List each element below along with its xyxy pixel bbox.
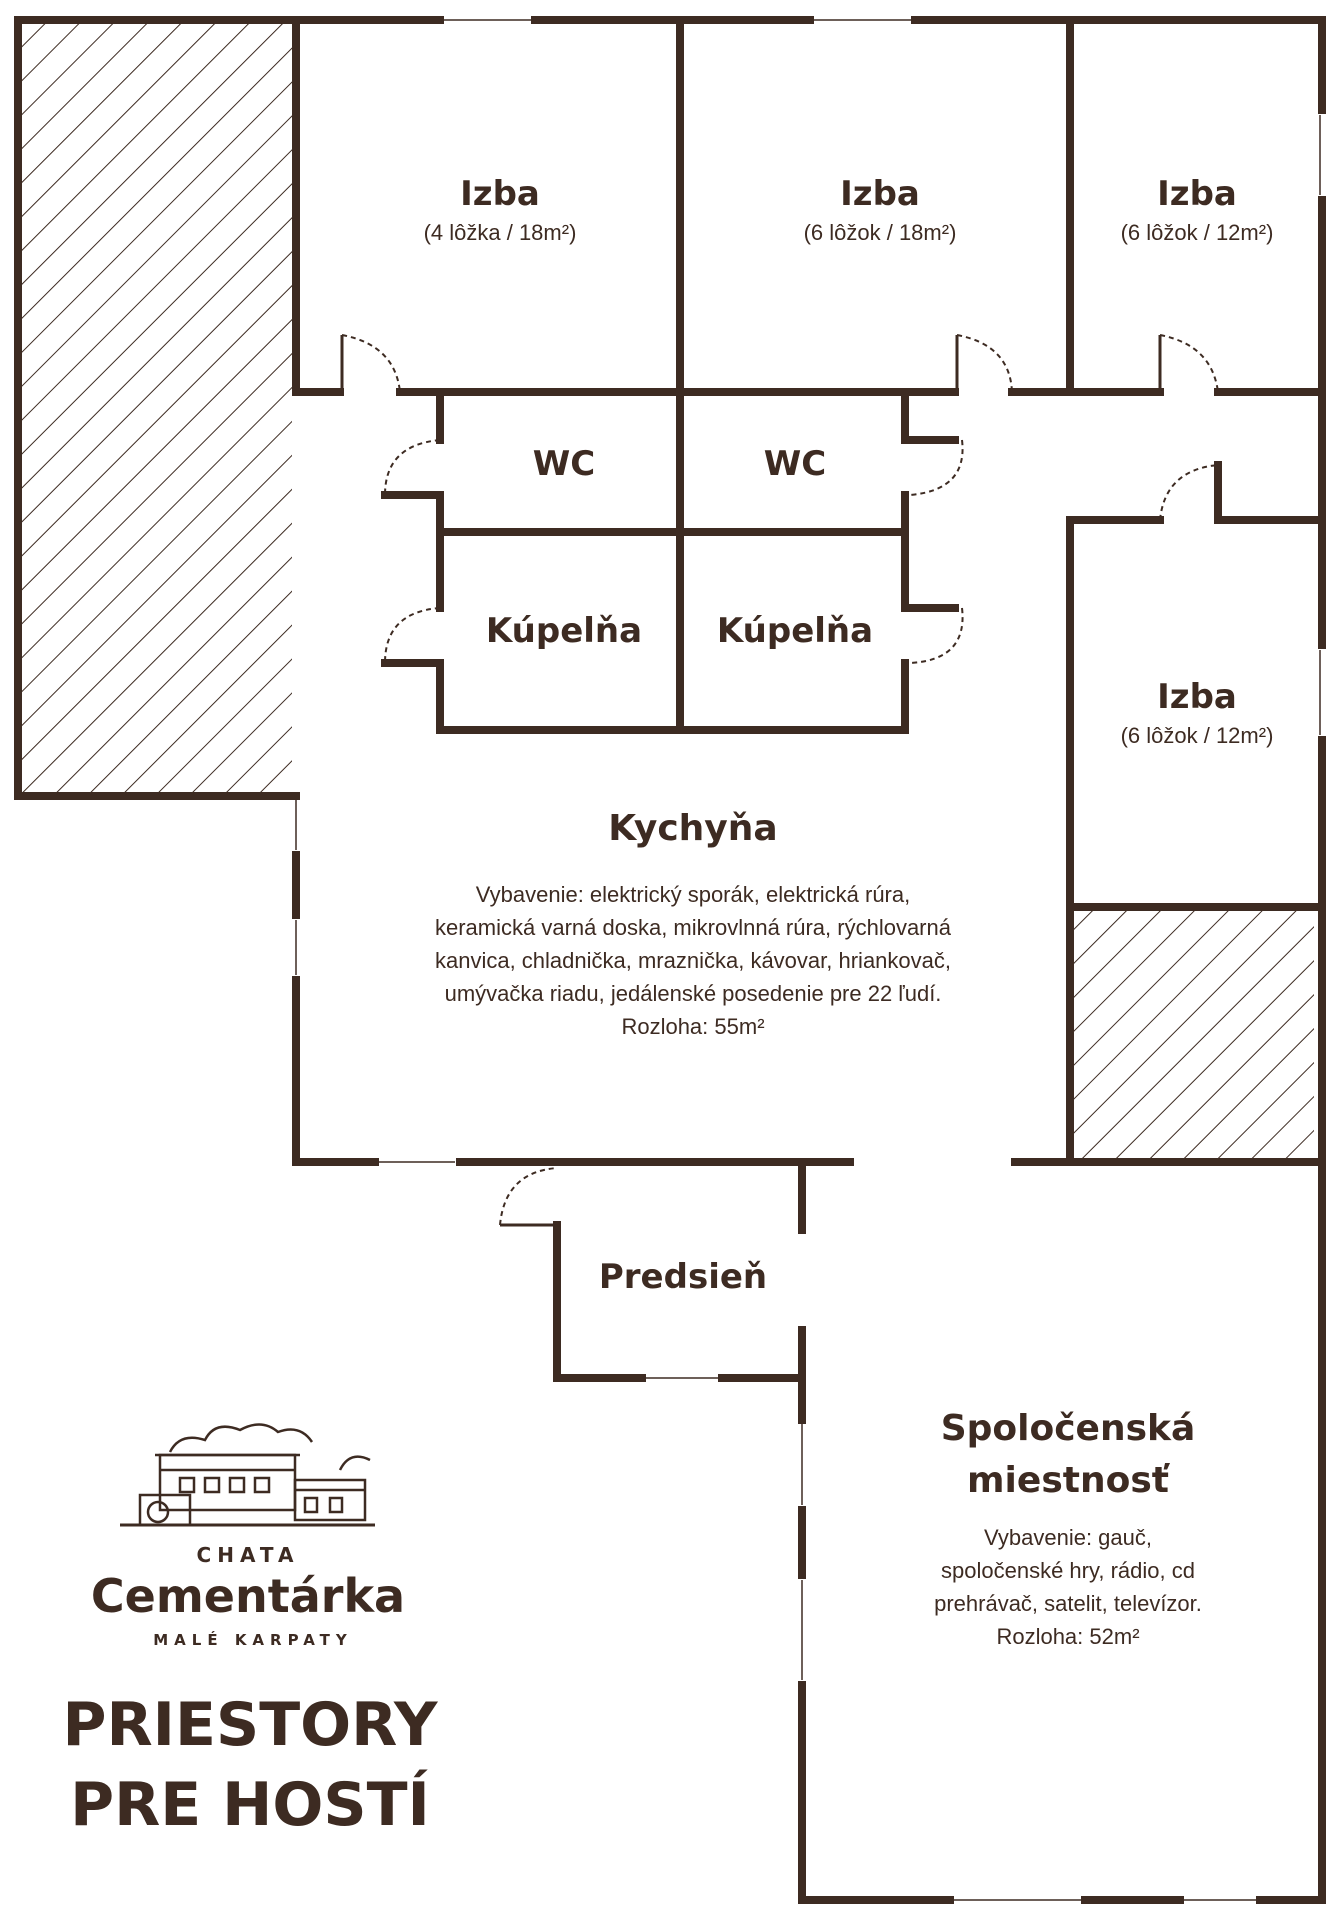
- room-title: Izba: [460, 174, 540, 214]
- kitchen-line: Rozloha: 55m²: [621, 1014, 764, 1039]
- room-detail: (4 lôžka / 18m²): [424, 220, 577, 245]
- kitchen-line: kanvica, chladnička, mraznička, kávovar,…: [435, 948, 951, 973]
- room-predsien: Predsieň: [599, 1257, 767, 1297]
- room-title: miestnosť: [967, 1460, 1171, 1501]
- social-line: Rozloha: 52m²: [996, 1624, 1139, 1649]
- room-wc-1: WC: [533, 444, 595, 484]
- room-izba-1: Izba (4 lôžka / 18m²): [424, 174, 577, 245]
- brand-top: CHATA: [197, 1543, 300, 1567]
- brand-name: Cementárka: [91, 1569, 405, 1623]
- room-wc-2: WC: [764, 444, 826, 484]
- room-detail: (6 lôžok / 12m²): [1121, 723, 1274, 748]
- room-title: Izba: [840, 174, 920, 214]
- page-heading-line-1: PRIESTORY: [63, 1690, 440, 1760]
- room-detail: (6 lôžok / 18m²): [804, 220, 957, 245]
- room-title: Kychyňa: [608, 808, 777, 849]
- room-kupelna-1: Kúpelňa: [486, 611, 642, 651]
- social-line: Vybavenie: gauč,: [984, 1525, 1152, 1550]
- brand-logo: CHATA Cementárka MALÉ KARPATY: [91, 1423, 405, 1649]
- room-title: Izba: [1157, 677, 1237, 717]
- social-line: spoločenské hry, rádio, cd: [941, 1558, 1195, 1583]
- room-title: Izba: [1157, 174, 1237, 214]
- hatched-area-right: [1074, 910, 1314, 1158]
- room-social: Spoločenská miestnosť Vybavenie: gauč, s…: [934, 1408, 1202, 1649]
- room-izba-4: Izba (6 lôžok / 12m²): [1121, 677, 1274, 748]
- page-heading-line-2: PRE HOSTÍ: [70, 1768, 430, 1840]
- walls: [14, 16, 1326, 1904]
- social-line: prehrávač, satelit, televízor.: [934, 1591, 1202, 1616]
- room-kitchen: Kychyňa Vybavenie: elektrický sporák, el…: [435, 808, 952, 1039]
- window-lines: [295, 19, 1321, 1901]
- kitchen-line: umývačka riadu, jedálenské posedenie pre…: [445, 981, 942, 1006]
- kitchen-line: Vybavenie: elektrický sporák, elektrická…: [476, 882, 910, 907]
- room-izba-3: Izba (6 lôžok / 12m²): [1121, 174, 1274, 245]
- room-izba-2: Izba (6 lôžok / 18m²): [804, 174, 957, 245]
- room-detail: (6 lôžok / 12m²): [1121, 220, 1274, 245]
- kitchen-line: keramická varná doska, mikrovlnná rúra, …: [435, 915, 952, 940]
- chalet-icon: [120, 1423, 375, 1527]
- hatched-area-left: [22, 22, 292, 792]
- door-swings: [340, 334, 1219, 1227]
- room-kupelna-2: Kúpelňa: [717, 611, 873, 651]
- brand-sub: MALÉ KARPATY: [153, 1630, 353, 1649]
- room-title: Spoločenská: [941, 1408, 1196, 1449]
